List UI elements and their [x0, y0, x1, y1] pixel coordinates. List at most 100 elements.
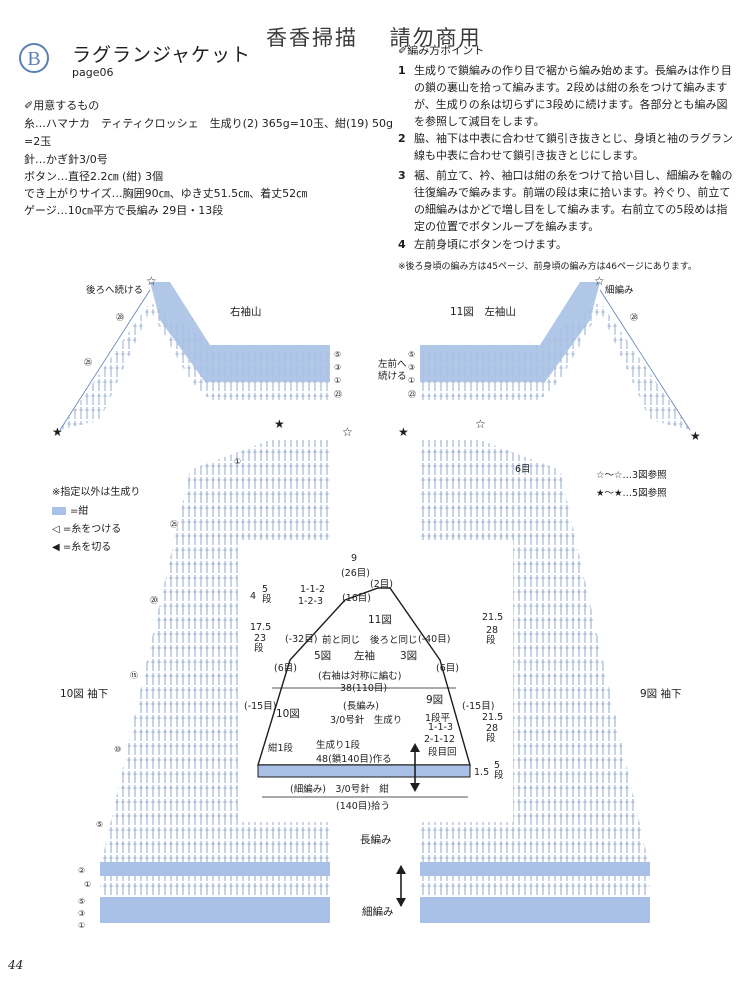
dim-label: 2-1-12: [424, 734, 456, 745]
row-number: ⑤: [334, 350, 342, 359]
materials-line: でき上がりサイズ…胸囲90㎝、ゆき丈51.5㎝、着丈52㎝: [24, 187, 308, 200]
dim-label: 21.5: [482, 612, 504, 623]
dim-label: 4: [250, 591, 257, 602]
materials-line: 針…かぎ針3/0号: [24, 153, 108, 166]
dim-label: 後ろと同じ: [370, 635, 418, 646]
dim-label: 21.5: [482, 712, 504, 723]
instructions-note: ※後ろ身頃の編み方は45ページ、前身頃の編み方は46ページにあります。: [398, 262, 697, 272]
row-number: ①: [234, 457, 242, 466]
dim-label: 17.5: [250, 622, 272, 633]
row-number: ⑤: [96, 820, 104, 829]
black-star-icon: ★: [52, 425, 63, 439]
hem-stitch-label: 細編み: [362, 906, 394, 918]
dim-label: (26目): [341, 568, 371, 579]
figure-label: 9図: [426, 694, 444, 706]
dim-label: 1.5: [474, 767, 490, 778]
left-sleeve-cap-label: 11図 左袖山: [450, 306, 516, 318]
dim-label: (右袖は対称に編む): [318, 671, 402, 682]
dim-label: (-32目): [285, 634, 318, 645]
dim-label: 紺1段: [268, 743, 294, 754]
page-number: 44: [8, 958, 24, 972]
navy-swatch: [52, 507, 66, 515]
left-sleeve-cap-chart: [420, 282, 691, 431]
row-number: ①: [334, 376, 342, 385]
row-number: ①: [84, 880, 92, 889]
dim-label: 3/0号針 生成り: [330, 715, 403, 726]
scan-watermark: 香香掃描 請勿商用: [266, 26, 482, 50]
sleeve-left-label: 10図 袖下: [60, 688, 109, 700]
dim-label: (6目): [274, 663, 297, 674]
dim-label: (16目): [342, 593, 372, 604]
row-number: ③: [78, 909, 86, 918]
page-title: ラグランジャケット: [72, 44, 252, 66]
row-number: ③: [408, 363, 416, 372]
row-number: ㉘: [630, 313, 638, 322]
dim-label: (-40目): [418, 634, 451, 645]
row-number: ⑤: [408, 350, 416, 359]
dim-label: 1段平: [425, 713, 451, 724]
ref-white-star: ☆～☆…3図参照: [596, 470, 667, 481]
dim-label: (-15目): [244, 701, 277, 712]
right-sleeve-cap-label: 右袖山: [230, 306, 262, 318]
black-star-icon: ★: [274, 417, 285, 431]
pen-icon: ✐: [24, 99, 34, 112]
row-number: ②: [78, 866, 86, 875]
white-star-icon: ☆: [594, 274, 605, 288]
dim-label: 1-2-3: [298, 596, 323, 607]
dim-label: 38(110目): [340, 683, 388, 694]
dim-label: (-15目): [462, 701, 495, 712]
dim-label: 前と同じ: [322, 635, 361, 646]
white-star-icon: ☆: [475, 417, 486, 431]
sleeve-schematic: [257, 587, 471, 907]
row-number: ①: [408, 376, 416, 385]
dim-label: 生成り1段: [316, 740, 361, 751]
six-rows-label: 6目: [515, 464, 531, 475]
cut-yarn-icon: ◀: [52, 542, 60, 553]
body-stitch-label: 長編み: [360, 834, 392, 846]
logo-letter: B: [27, 48, 40, 70]
row-number: ㉘: [116, 313, 124, 322]
figure-label: 11図: [368, 614, 392, 626]
figure-label: 5図: [314, 650, 332, 662]
black-star-icon: ★: [398, 425, 409, 439]
dim-label: (6目): [436, 663, 459, 674]
dim-label: 5段: [494, 760, 504, 781]
continue-front-label: 続ける: [378, 371, 407, 382]
row-number: ㉓: [334, 390, 342, 399]
right-sleeve-cap-chart: [59, 282, 330, 431]
row-number: ⑮: [130, 671, 138, 680]
row-number: ㉓: [408, 390, 416, 399]
figure-label: 3図: [400, 650, 418, 662]
continue-front-label: 左前へ: [378, 359, 407, 370]
legend-cut: ◀ =糸を切る: [52, 542, 112, 553]
instructions-heading: ✐編み方ポイント: [398, 44, 485, 57]
dim-label: 1-1-2: [300, 584, 325, 595]
dim-label: 48(鎖140目)作る: [316, 754, 392, 765]
row-number: ⑳: [150, 596, 158, 605]
row-number: ③: [334, 363, 342, 372]
dim-label: (細編み) 3/0号針 紺: [290, 784, 389, 795]
materials-heading: ✐用意するもの: [24, 99, 100, 112]
materials-line: ゲージ…10㎝平方で長編み 29目・13段: [24, 204, 224, 217]
materials-line: ボタン…直径2.2㎝ (紺) 3個: [24, 170, 164, 183]
dim-label: 9: [351, 553, 358, 564]
dim-label: 段目回: [428, 747, 457, 758]
white-star-icon: ☆: [342, 425, 353, 439]
row-number: ㉕: [170, 520, 178, 529]
white-star-icon: ☆: [146, 274, 157, 288]
ref-black-star: ★～★…5図参照: [596, 488, 667, 499]
page-reference: page06: [72, 66, 114, 79]
dim-label: (2目): [370, 579, 393, 590]
materials-line: 糸…ハマナカ ティティクロッシェ 生成り(2) 365g=10玉、紺(19) 5…: [24, 117, 394, 130]
brand-logo: B: [16, 36, 60, 80]
row-number: ㉕: [84, 358, 92, 367]
continue-back-label: 後ろへ続ける: [86, 285, 144, 296]
black-star-icon: ★: [690, 429, 701, 443]
dim-label: 1-1-3: [428, 722, 453, 733]
row-number: ①: [78, 921, 86, 930]
materials-line: =2玉: [24, 135, 52, 148]
